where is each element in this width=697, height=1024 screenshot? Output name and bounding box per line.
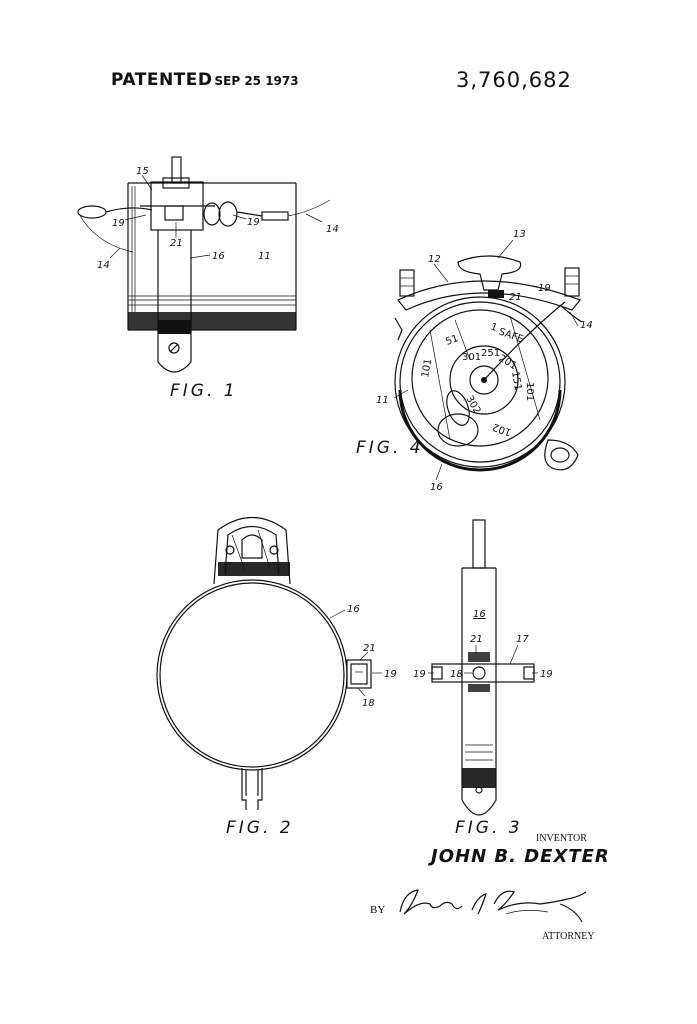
patent-date: SEP 25 1973 [214, 74, 299, 88]
fig2-ref-18: 18 [362, 698, 375, 709]
attorney-label: ATTORNEY [542, 931, 595, 942]
dial-302: 302 [463, 394, 482, 416]
fig3-ref-19-right: 19 [540, 669, 553, 680]
fig4-label: FIG. 4 [356, 438, 424, 458]
fig3-ref-17: 17 [516, 634, 529, 645]
fig2-ref-21: 21 [363, 643, 376, 654]
fig4-ref-11: 11 [376, 395, 389, 406]
fig1-drawing: 15 19 19 21 14 14 16 11 [77, 156, 339, 373]
fig3-ref-16: 16 [473, 609, 486, 620]
patented-label: PATENTED [111, 70, 213, 90]
dial-51: 51 [444, 333, 460, 348]
fig2-ref-16: 16 [347, 604, 360, 615]
dial-101-right: 101 [524, 382, 535, 401]
fig2-ref-19: 19 [384, 669, 397, 680]
dial-1: 1 [489, 321, 499, 334]
inventor-label: INVENTOR [536, 833, 587, 844]
fig4-ref-16: 16 [430, 482, 443, 493]
fig1-ref-19-left: 19 [112, 218, 125, 229]
dial-101-left: 101 [420, 358, 434, 379]
fig3-drawing: 16 21 17 19 19 18 [413, 519, 553, 816]
by-label: BY [370, 904, 386, 916]
patent-number: 3,760,682 [456, 68, 572, 92]
fig1-ref-14-right: 14 [326, 224, 339, 235]
fig4-ref-19: 19 [538, 283, 551, 294]
fig1-ref-19-right: 19 [247, 217, 260, 228]
fig3-label: FIG. 3 [455, 818, 523, 838]
dial-301: 301 [462, 352, 481, 363]
fig3-ref-18: 18 [450, 669, 463, 680]
fig1-ref-15: 15 [136, 166, 149, 177]
fig1-ref-14-left: 14 [97, 260, 110, 271]
fig1-ref-16: 16 [212, 251, 225, 262]
dial-201: 201 [497, 353, 519, 372]
fig4-drawing: 13 12 21 19 14 11 16 1 SAFE 51 301 251 2… [376, 229, 593, 493]
fig2-label: FIG. 2 [226, 818, 294, 838]
fig4-ref-21: 21 [509, 292, 522, 303]
dial-102: 102 [491, 421, 513, 438]
fig3-ref-21: 21 [470, 634, 483, 645]
fig4-ref-14: 14 [580, 320, 593, 331]
dial-151: 151 [509, 371, 523, 392]
dial-251: 251 [481, 348, 500, 359]
fig1-label: FIG. 1 [170, 381, 238, 401]
fig3-ref-19-left: 19 [413, 669, 426, 680]
dial-safe: SAFE [497, 326, 525, 345]
fig1-ref-21: 21 [170, 238, 183, 249]
fig1-ref-11: 11 [258, 251, 271, 262]
attorney-signature [399, 889, 587, 923]
fig4-ref-12: 12 [428, 254, 441, 265]
fig4-ref-13: 13 [513, 229, 526, 240]
fig2-drawing: 16 21 19 18 [156, 517, 397, 810]
inventor-name: JOHN B. DEXTER [431, 846, 610, 867]
